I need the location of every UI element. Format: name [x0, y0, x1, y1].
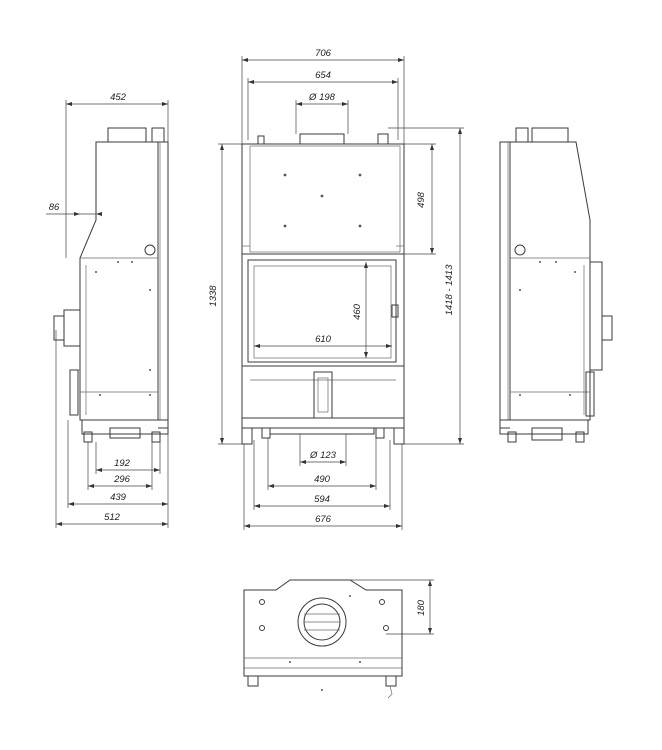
- dim-296: 296: [113, 474, 131, 485]
- dimension-lines: [46, 56, 464, 635]
- dim-192: 192: [114, 458, 131, 469]
- dim-flue-198: Ø 198: [308, 92, 336, 103]
- dim-654: 654: [315, 70, 331, 81]
- dim-180: 180: [416, 599, 427, 616]
- dim-439: 439: [110, 492, 127, 503]
- dim-490: 490: [314, 474, 331, 485]
- dim-86: 86: [49, 202, 60, 213]
- dim-452: 452: [110, 92, 127, 103]
- front-view: [241, 133, 405, 445]
- dim-498: 498: [416, 191, 427, 208]
- dim-1418-1413: 1418 - 1413: [444, 264, 455, 315]
- dim-594: 594: [314, 494, 330, 505]
- right-side-view: [499, 127, 613, 443]
- dim-676: 676: [315, 514, 332, 525]
- dim-1338: 1338: [208, 285, 219, 307]
- dim-460: 460: [352, 303, 363, 320]
- bottom-plan-view: [243, 579, 403, 699]
- dim-512: 512: [104, 512, 121, 523]
- dim-air-123: Ø 123: [309, 450, 337, 461]
- left-side-view: [53, 127, 169, 443]
- dim-706: 706: [315, 48, 332, 59]
- dim-610: 610: [315, 334, 332, 345]
- dimension-labels: 706 654 Ø 198 452 86 498 1418 - 1413 133…: [49, 48, 455, 616]
